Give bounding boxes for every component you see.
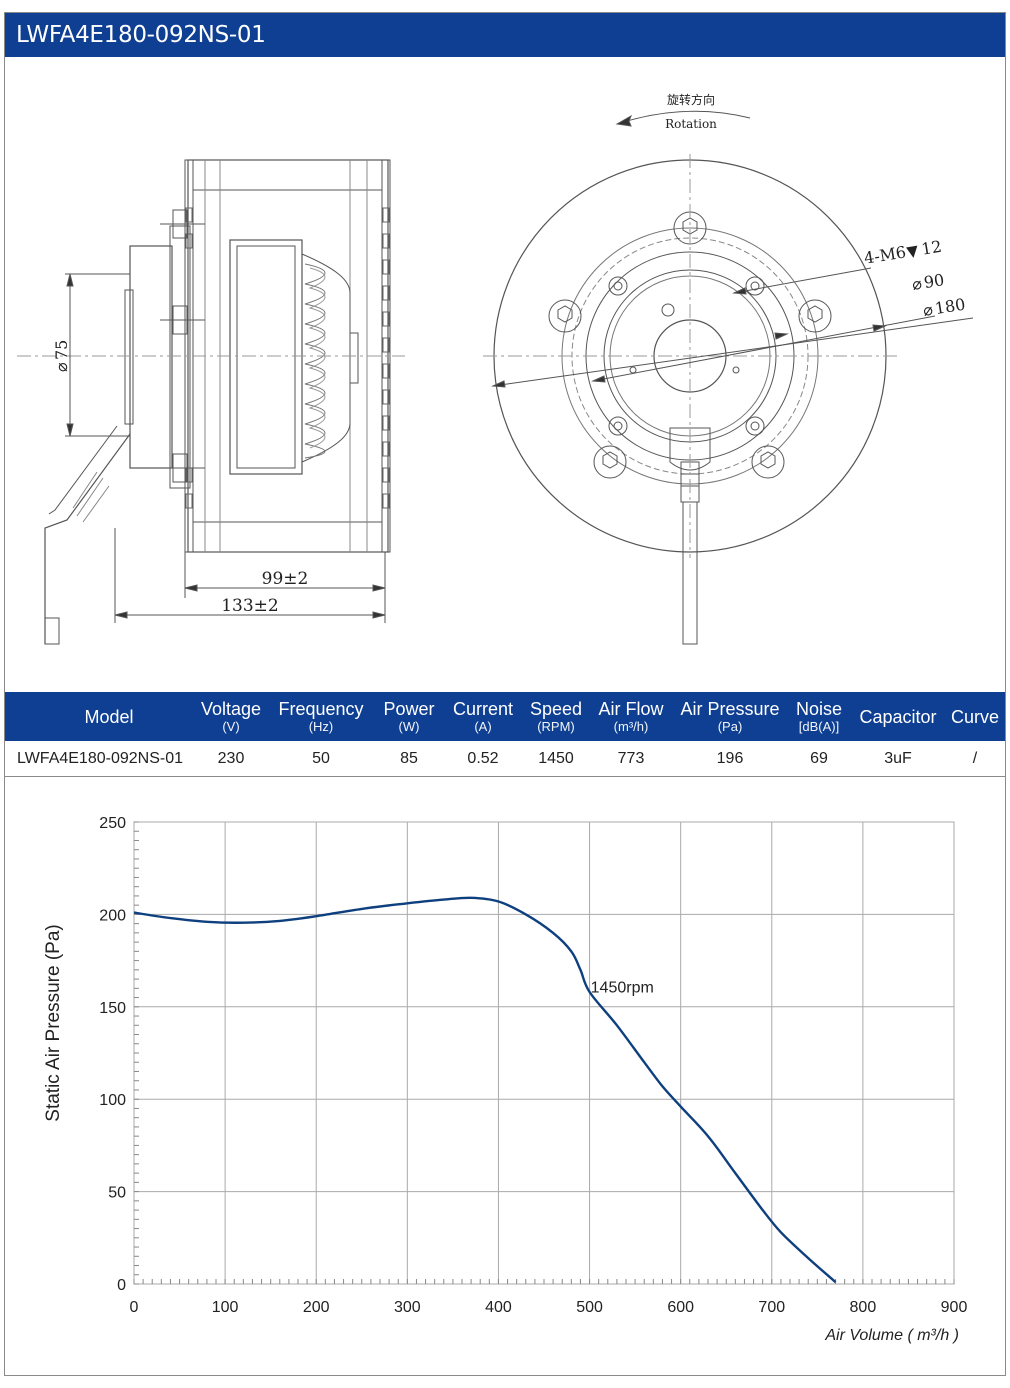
cell-current: 0.52 <box>467 749 499 767</box>
x-tick-label: 500 <box>576 1299 603 1316</box>
page-title: LWFA4E180-092NS-01 <box>5 13 1005 57</box>
dim-hole-depth-label: 12 <box>920 237 943 259</box>
col-voltage: Voltage (V) <box>200 699 262 734</box>
col-frequency: Frequency (Hz) <box>278 699 364 734</box>
y-axis-label: Static Air Pressure (Pa) <box>43 924 64 1121</box>
series-line-1450rpm <box>133 896 837 1284</box>
diameter-symbol: ⌀ <box>911 274 924 294</box>
col-current: Current (A) <box>452 699 514 734</box>
dim-180-label: 180 <box>934 295 967 319</box>
y-tick-label: 0 <box>117 1277 126 1294</box>
x-tick-label: 200 <box>303 1299 330 1316</box>
dim-99-label: 99±2 <box>262 569 309 589</box>
x-tick-label: 300 <box>394 1299 421 1316</box>
col-speed: Speed (RPM) <box>529 699 583 734</box>
cell-air-flow: 773 <box>617 749 645 767</box>
col-air-pressure: Air Pressure (Pa) <box>680 699 780 734</box>
series-annotation: 1450rpm <box>591 980 654 997</box>
chart-grid <box>133 821 955 1285</box>
diameter-symbol: ⌀ <box>922 300 935 320</box>
y-tick-label: 150 <box>99 1000 126 1017</box>
side-view <box>17 159 405 645</box>
performance-chart: 0 100 200 300 400 500 600 700 800 900 0 50 100 150 200… <box>5 778 1005 1374</box>
dim-90-label: 90 <box>923 270 946 292</box>
cell-voltage: 230 <box>217 749 245 767</box>
x-tick-label: 0 <box>130 1299 139 1316</box>
x-tick-label: 400 <box>485 1299 512 1316</box>
cell-power: 85 <box>400 749 418 767</box>
rotation-cn-label: 旋转方向 <box>667 92 715 107</box>
y-tick-label: 250 <box>99 815 126 832</box>
y-tick-label: 50 <box>108 1185 126 1202</box>
y-tick-label: 200 <box>99 907 126 924</box>
cell-noise: 69 <box>810 749 828 767</box>
col-air-flow: Air Flow (m³/h) <box>598 699 664 734</box>
dim-75-label: 75 <box>52 340 71 360</box>
spec-table-header: Model Voltage (V) Frequency (Hz) Power (… <box>5 692 1005 741</box>
cell-capacitor: 3uF <box>884 749 912 767</box>
col-curve: Curve <box>950 706 999 727</box>
col-power: Power (W) <box>383 699 435 734</box>
y-tick-label: 100 <box>99 1092 126 1109</box>
dim-hole-label: 4-M6 <box>863 242 908 267</box>
cell-air-pressure: 196 <box>716 749 744 767</box>
x-tick-label: 700 <box>758 1299 785 1316</box>
x-tick-label: 900 <box>941 1299 968 1316</box>
col-model: Model <box>84 706 134 727</box>
cell-speed: 1450 <box>538 749 574 767</box>
cell-model: LWFA4E180-092NS-01 <box>16 749 183 767</box>
x-tick-label: 800 <box>850 1299 877 1316</box>
x-tick-label: 100 <box>212 1299 239 1316</box>
chart-minor-ticks <box>133 821 955 1285</box>
dim-133-label: 133±2 <box>221 596 279 616</box>
depth-symbol: ▼ <box>905 241 920 261</box>
chart-tick-labels: 0 100 200 300 400 500 600 700 800 900 0 50 100 150 200… <box>99 815 967 1316</box>
cell-frequency: 50 <box>312 749 330 767</box>
col-capacitor: Capacitor <box>859 706 937 727</box>
cell-curve: / <box>972 749 978 767</box>
page-frame <box>4 12 1006 1376</box>
diameter-symbol: ⌀ <box>52 362 71 372</box>
x-tick-label: 600 <box>667 1299 694 1316</box>
rotation-en-label: Rotation <box>665 117 717 131</box>
col-noise: Noise [dB(A)] <box>795 699 843 734</box>
spec-table-row: LWFA4E180-092NS-01 230 50 85 0.52 1450 7… <box>5 741 1005 776</box>
section-divider <box>5 776 1005 777</box>
technical-drawing: 旋转方向 Rotation 4-M6 ▼ 12 ⌀ 90 ⌀ 180 ⌀ 75 … <box>5 58 1005 690</box>
plot-border <box>133 821 955 1285</box>
x-axis-label: Air Volume ( m³/h ) <box>824 1327 959 1344</box>
front-view <box>483 110 974 645</box>
